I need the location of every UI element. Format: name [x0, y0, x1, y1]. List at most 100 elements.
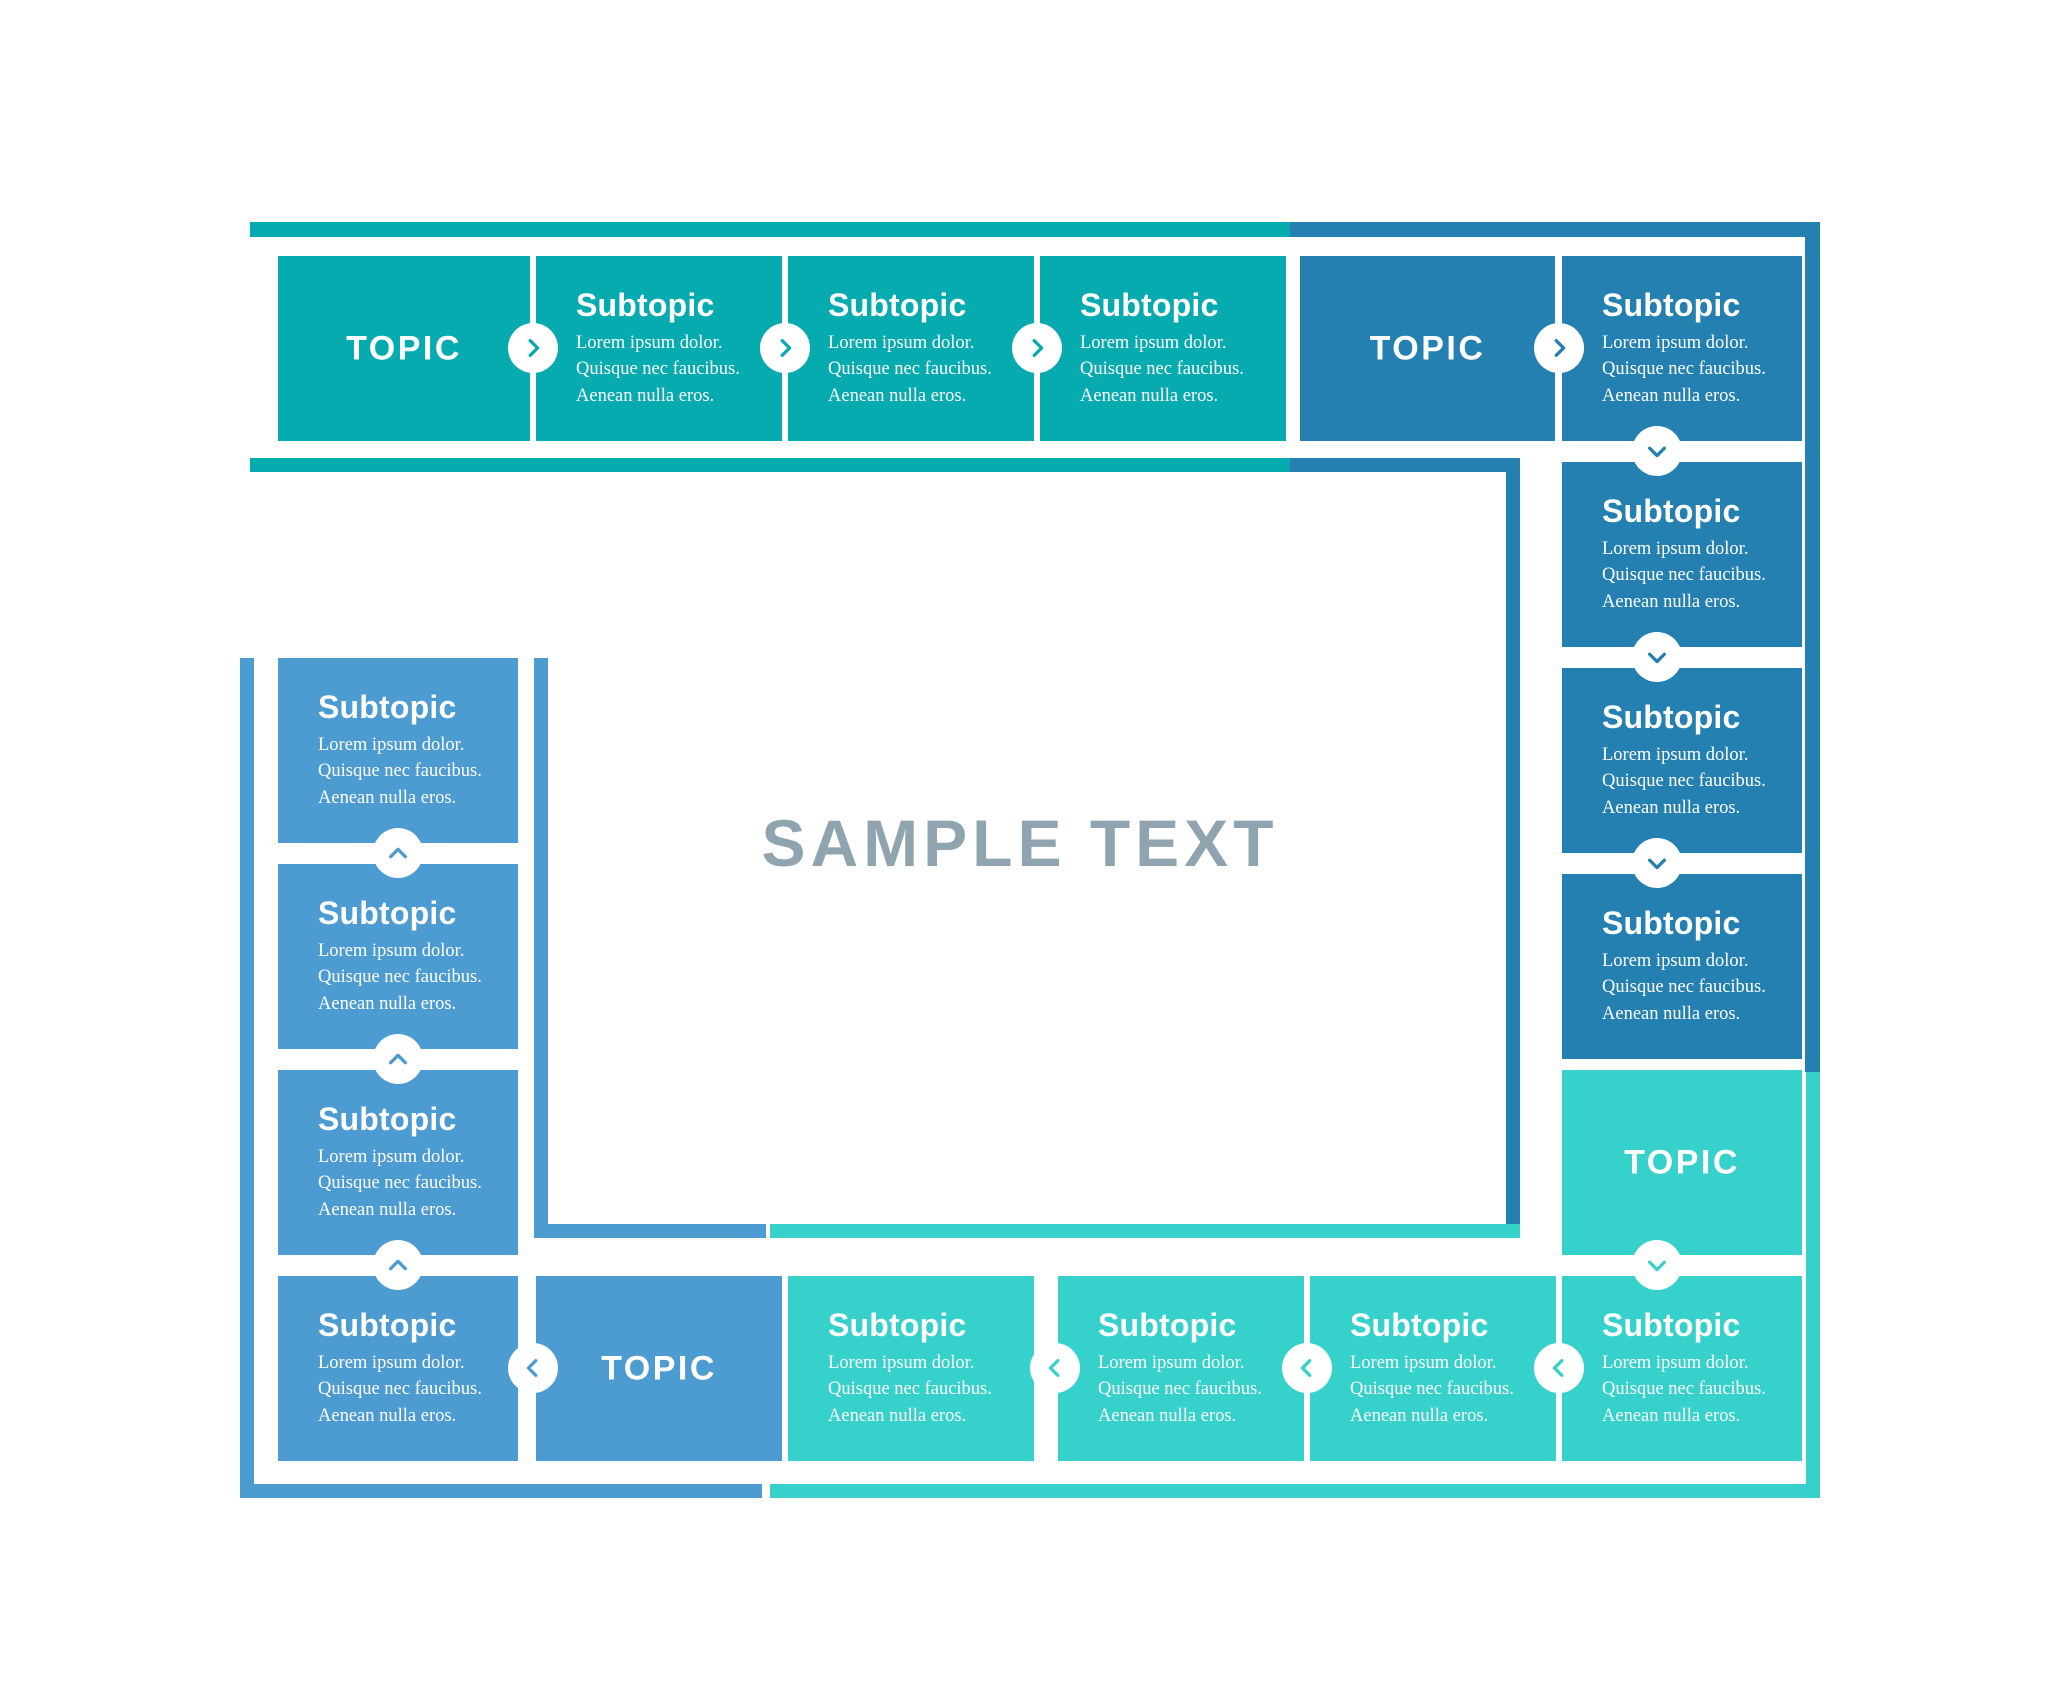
body-line-3: Aenean nulla eros. — [1602, 385, 1741, 406]
blue-subtopic-title-3: Subtopic — [1602, 698, 1741, 735]
lightblue-subtopic-box-1[interactable]: Subtopic Lorem ipsum dolor. Quisque nec … — [278, 658, 518, 843]
mint-subtopic-body-2: Lorem ipsum dolor. Quisque nec faucibus.… — [1098, 1350, 1286, 1429]
blue-subtopic-box-3[interactable]: Subtopic Lorem ipsum dolor. Quisque nec … — [1562, 668, 1802, 853]
body-line-1: Lorem ipsum dolor. — [1602, 950, 1749, 971]
body-line-2: Quisque nec faucibus. — [828, 359, 992, 380]
chevron-left-icon[interactable] — [1030, 1343, 1080, 1393]
body-line-1: Lorem ipsum dolor. — [1602, 538, 1749, 559]
lightblue-topic-box[interactable]: TOPIC — [536, 1276, 782, 1461]
mint-subtopic-body-1: Lorem ipsum dolor. Quisque nec faucibus.… — [828, 1350, 1016, 1429]
teal-subtopic-body-1: Lorem ipsum dolor. Quisque nec faucibus.… — [576, 330, 764, 409]
lightblue-subtopic-body-3: Lorem ipsum dolor. Quisque nec faucibus.… — [318, 1144, 500, 1223]
rail-mint-bottom — [770, 1484, 1820, 1498]
rail-left-lightblue-outer — [240, 658, 254, 1498]
lightblue-subtopic-title-2: Subtopic — [318, 894, 457, 931]
blue-topic-label: TOPIC — [1369, 329, 1486, 367]
body-line-3: Aenean nulla eros. — [1350, 1405, 1489, 1426]
lightblue-subtopic-body-1: Lorem ipsum dolor. Quisque nec faucibus.… — [318, 732, 500, 811]
body-line-3: Aenean nulla eros. — [1602, 591, 1741, 612]
chevron-left-icon[interactable] — [1282, 1343, 1332, 1393]
chevron-up-icon[interactable] — [373, 1240, 423, 1290]
chevron-down-icon[interactable] — [1632, 838, 1682, 888]
body-line-1: Lorem ipsum dolor. — [1602, 332, 1749, 353]
body-line-3: Aenean nulla eros. — [318, 1405, 457, 1426]
body-line-1: Lorem ipsum dolor. — [318, 940, 465, 961]
body-line-3: Aenean nulla eros. — [318, 1199, 457, 1220]
teal-subtopic-box-2[interactable]: Subtopic Lorem ipsum dolor. Quisque nec … — [788, 256, 1034, 441]
rail-right-blue-vertical — [1805, 222, 1820, 1072]
lightblue-topic-label: TOPIC — [601, 1349, 717, 1387]
lightblue-subtopic-box-2[interactable]: Subtopic Lorem ipsum dolor. Quisque nec … — [278, 864, 518, 1049]
chevron-right-icon[interactable] — [1012, 323, 1062, 373]
body-line-1: Lorem ipsum dolor. — [318, 734, 465, 755]
body-line-2: Quisque nec faucibus. — [1602, 565, 1766, 586]
lightblue-subtopic-title-1: Subtopic — [318, 688, 457, 725]
body-line-1: Lorem ipsum dolor. — [1080, 332, 1227, 353]
body-line-1: Lorem ipsum dolor. — [318, 1352, 465, 1373]
chevron-right-icon[interactable] — [508, 323, 558, 373]
rail-mint-right-vertical — [1806, 1072, 1820, 1498]
body-line-3: Aenean nulla eros. — [1080, 385, 1219, 406]
blue-subtopic-body-4: Lorem ipsum dolor. Quisque nec faucibus.… — [1602, 948, 1784, 1027]
body-line-3: Aenean nulla eros. — [828, 1405, 967, 1426]
lightblue-subtopic-box-4[interactable]: Subtopic Lorem ipsum dolor. Quisque nec … — [278, 1276, 518, 1461]
chevron-down-icon[interactable] — [1632, 1240, 1682, 1290]
body-line-2: Quisque nec faucibus. — [318, 761, 482, 782]
body-line-2: Quisque nec faucibus. — [1602, 359, 1766, 380]
body-line-3: Aenean nulla eros. — [318, 787, 457, 808]
teal-subtopic-box-1[interactable]: Subtopic Lorem ipsum dolor. Quisque nec … — [536, 256, 782, 441]
mint-subtopic-box-3[interactable]: Subtopic Lorem ipsum dolor. Quisque nec … — [1310, 1276, 1556, 1461]
mint-subtopic-body-3: Lorem ipsum dolor. Quisque nec faucibus.… — [1350, 1350, 1538, 1429]
rail-blue-inner-vertical — [1506, 458, 1520, 1238]
teal-subtopic-body-3: Lorem ipsum dolor. Quisque nec faucibus.… — [1080, 330, 1268, 409]
rail-top-blue — [1290, 222, 1820, 237]
blue-subtopic-box-4[interactable]: Subtopic Lorem ipsum dolor. Quisque nec … — [1562, 874, 1802, 1059]
mint-subtopic-title-3: Subtopic — [1350, 1306, 1489, 1343]
chevron-down-icon[interactable] — [1632, 426, 1682, 476]
chevron-right-icon[interactable] — [1534, 323, 1584, 373]
blue-topic-box[interactable]: TOPIC — [1300, 256, 1555, 441]
mint-subtopic-box-4[interactable]: Subtopic Lorem ipsum dolor. Quisque nec … — [1562, 1276, 1802, 1461]
chevron-down-icon[interactable] — [1632, 632, 1682, 682]
body-line-1: Lorem ipsum dolor. — [1350, 1352, 1497, 1373]
body-line-2: Quisque nec faucibus. — [318, 967, 482, 988]
body-line-2: Quisque nec faucibus. — [318, 1379, 482, 1400]
body-line-3: Aenean nulla eros. — [318, 993, 457, 1014]
chevron-left-icon[interactable] — [1534, 1343, 1584, 1393]
teal-subtopic-body-2: Lorem ipsum dolor. Quisque nec faucibus.… — [828, 330, 1016, 409]
mint-subtopic-box-1[interactable]: Subtopic Lorem ipsum dolor. Quisque nec … — [788, 1276, 1034, 1461]
rail-top-teal — [250, 222, 1290, 237]
teal-topic-label: TOPIC — [346, 329, 462, 367]
lightblue-subtopic-box-3[interactable]: Subtopic Lorem ipsum dolor. Quisque nec … — [278, 1070, 518, 1255]
teal-topic-box[interactable]: TOPIC — [278, 256, 530, 441]
blue-subtopic-box-1[interactable]: Subtopic Lorem ipsum dolor. Quisque nec … — [1562, 256, 1802, 441]
body-line-1: Lorem ipsum dolor. — [1098, 1352, 1245, 1373]
body-line-1: Lorem ipsum dolor. — [318, 1146, 465, 1167]
teal-subtopic-title-2: Subtopic — [828, 286, 967, 323]
blue-subtopic-box-2[interactable]: Subtopic Lorem ipsum dolor. Quisque nec … — [1562, 462, 1802, 647]
body-line-3: Aenean nulla eros. — [1098, 1405, 1237, 1426]
lightblue-subtopic-body-2: Lorem ipsum dolor. Quisque nec faucibus.… — [318, 938, 500, 1017]
chevron-up-icon[interactable] — [373, 1034, 423, 1084]
mint-topic-label: TOPIC — [1624, 1143, 1740, 1181]
body-line-2: Quisque nec faucibus. — [1602, 1379, 1766, 1400]
mint-topic-box[interactable]: TOPIC — [1562, 1070, 1802, 1255]
mint-subtopic-box-2[interactable]: Subtopic Lorem ipsum dolor. Quisque nec … — [1058, 1276, 1304, 1461]
rail-mint-inner-horizontal — [770, 1224, 1520, 1238]
blue-subtopic-title-2: Subtopic — [1602, 492, 1741, 529]
blue-subtopic-title-4: Subtopic — [1602, 904, 1741, 941]
body-line-1: Lorem ipsum dolor. — [576, 332, 723, 353]
lightblue-subtopic-title-4: Subtopic — [318, 1306, 457, 1343]
mint-subtopic-title-4: Subtopic — [1602, 1306, 1741, 1343]
teal-subtopic-title-3: Subtopic — [1080, 286, 1219, 323]
body-line-2: Quisque nec faucibus. — [828, 1379, 992, 1400]
rail-teal-under-toprow — [250, 458, 1290, 472]
body-line-3: Aenean nulla eros. — [1602, 1405, 1741, 1426]
body-line-1: Lorem ipsum dolor. — [1602, 744, 1749, 765]
body-line-1: Lorem ipsum dolor. — [828, 332, 975, 353]
chevron-right-icon[interactable] — [760, 323, 810, 373]
chevron-up-icon[interactable] — [373, 828, 423, 878]
body-line-2: Quisque nec faucibus. — [1080, 359, 1244, 380]
teal-subtopic-box-3[interactable]: Subtopic Lorem ipsum dolor. Quisque nec … — [1040, 256, 1286, 441]
chevron-left-icon[interactable] — [508, 1343, 558, 1393]
